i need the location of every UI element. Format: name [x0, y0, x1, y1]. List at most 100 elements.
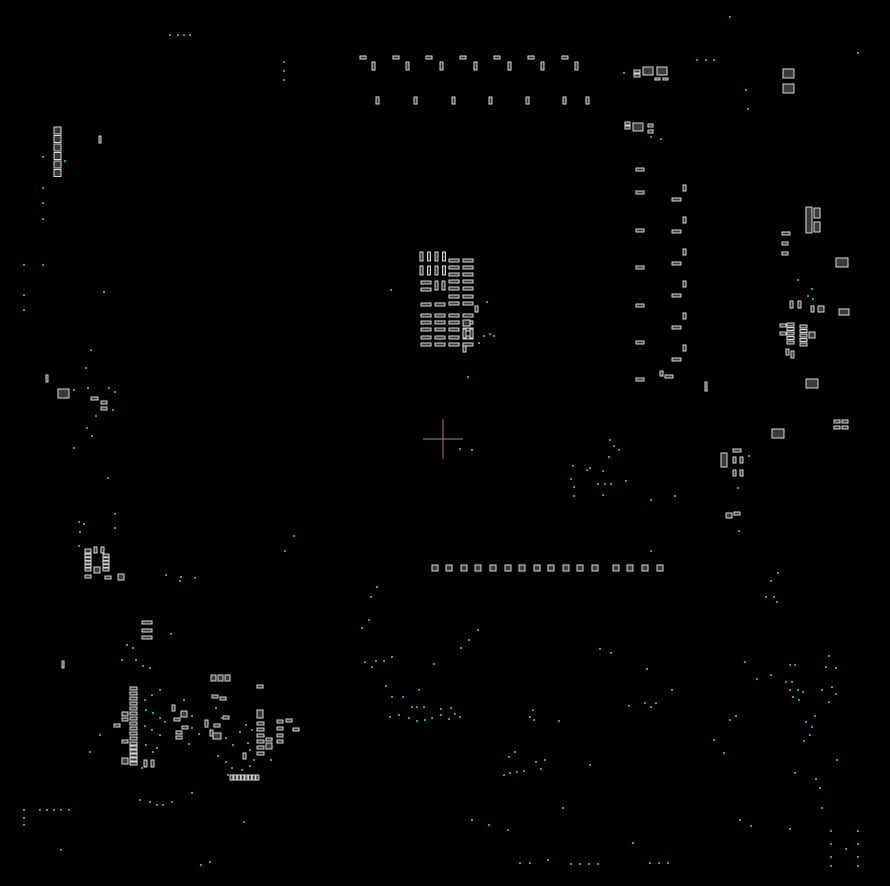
pad[interactable] — [642, 66, 654, 76]
pad[interactable] — [141, 620, 153, 625]
pad[interactable] — [129, 691, 138, 696]
pad[interactable] — [53, 152, 62, 160]
pad[interactable] — [129, 757, 138, 762]
pad[interactable] — [210, 674, 217, 682]
pad[interactable] — [671, 261, 682, 266]
pad[interactable] — [624, 125, 631, 130]
pad[interactable] — [212, 732, 222, 740]
pad[interactable] — [102, 564, 110, 568]
pad[interactable] — [129, 711, 138, 716]
pad[interactable] — [427, 251, 431, 262]
pad[interactable] — [121, 757, 129, 765]
pad[interactable] — [420, 280, 432, 285]
pad[interactable] — [129, 761, 138, 766]
pad[interactable] — [129, 731, 138, 736]
pad[interactable] — [84, 567, 92, 572]
pad[interactable] — [392, 55, 400, 60]
pad[interactable] — [474, 305, 479, 313]
pad[interactable] — [427, 265, 431, 276]
pad[interactable] — [129, 721, 138, 726]
pad[interactable] — [448, 279, 460, 284]
pad[interactable] — [448, 265, 460, 270]
pad[interactable] — [375, 96, 380, 105]
pad[interactable] — [102, 557, 110, 561]
pad[interactable] — [448, 258, 460, 263]
pad[interactable] — [789, 300, 794, 309]
pad[interactable] — [462, 342, 474, 347]
pad[interactable] — [779, 331, 787, 336]
pad[interactable] — [217, 674, 224, 682]
pad[interactable] — [460, 564, 468, 572]
pad[interactable] — [150, 759, 155, 768]
pad[interactable] — [533, 564, 541, 572]
pad[interactable] — [129, 701, 138, 706]
pad[interactable] — [739, 469, 744, 477]
pad[interactable] — [732, 448, 742, 453]
pad[interactable] — [248, 774, 252, 781]
pad[interactable] — [647, 129, 654, 134]
pad[interactable] — [93, 546, 98, 554]
pad[interactable] — [462, 286, 474, 291]
pad[interactable] — [462, 294, 474, 299]
pad[interactable] — [256, 751, 265, 756]
pad[interactable] — [635, 228, 645, 233]
pad[interactable] — [591, 564, 599, 572]
pad[interactable] — [222, 715, 230, 720]
pad[interactable] — [790, 350, 795, 359]
pad[interactable] — [781, 251, 789, 256]
pad[interactable] — [664, 374, 674, 379]
pad[interactable] — [359, 55, 367, 60]
pad[interactable] — [459, 55, 467, 60]
pad[interactable] — [143, 759, 148, 768]
pad[interactable] — [833, 425, 841, 430]
pad[interactable] — [53, 169, 62, 177]
pad[interactable] — [462, 319, 471, 327]
pad[interactable] — [420, 342, 432, 347]
pad[interactable] — [488, 96, 493, 105]
pad[interactable] — [462, 258, 474, 263]
pad[interactable] — [434, 320, 446, 325]
pad[interactable] — [420, 320, 432, 325]
pad[interactable] — [129, 716, 138, 721]
pad[interactable] — [405, 61, 410, 71]
pad[interactable] — [448, 301, 460, 306]
pad[interactable] — [838, 308, 850, 316]
pad[interactable] — [256, 733, 265, 738]
pad[interactable] — [434, 265, 439, 276]
pad[interactable] — [656, 564, 664, 572]
pad[interactable] — [129, 745, 138, 750]
pad[interactable] — [635, 340, 645, 345]
pad[interactable] — [420, 313, 432, 318]
pad[interactable] — [141, 628, 153, 633]
pad[interactable] — [98, 135, 102, 144]
pad[interactable] — [671, 229, 682, 234]
pad[interactable] — [117, 573, 125, 581]
pad[interactable] — [53, 143, 62, 152]
pad[interactable] — [805, 378, 819, 389]
pad[interactable] — [507, 61, 512, 71]
pad[interactable] — [562, 96, 567, 105]
pad[interactable] — [462, 272, 474, 277]
pad[interactable] — [129, 749, 138, 754]
pad[interactable] — [61, 660, 65, 669]
pad[interactable] — [442, 265, 446, 276]
pad[interactable] — [781, 231, 791, 236]
pad[interactable] — [786, 322, 795, 327]
pad[interactable] — [810, 305, 815, 313]
pad[interactable] — [585, 96, 590, 105]
pad[interactable] — [420, 327, 432, 332]
pad[interactable] — [84, 553, 92, 558]
pad[interactable] — [211, 694, 219, 699]
pad[interactable] — [420, 287, 432, 292]
pad[interactable] — [276, 719, 284, 724]
pad[interactable] — [562, 564, 570, 572]
pad[interactable] — [704, 381, 708, 392]
pad[interactable] — [57, 388, 70, 399]
pad[interactable] — [233, 774, 238, 781]
pad[interactable] — [129, 736, 138, 741]
pad[interactable] — [662, 77, 669, 81]
pad[interactable] — [434, 342, 446, 347]
pad[interactable] — [462, 265, 474, 270]
pad[interactable] — [462, 279, 474, 284]
pad[interactable] — [635, 265, 645, 270]
